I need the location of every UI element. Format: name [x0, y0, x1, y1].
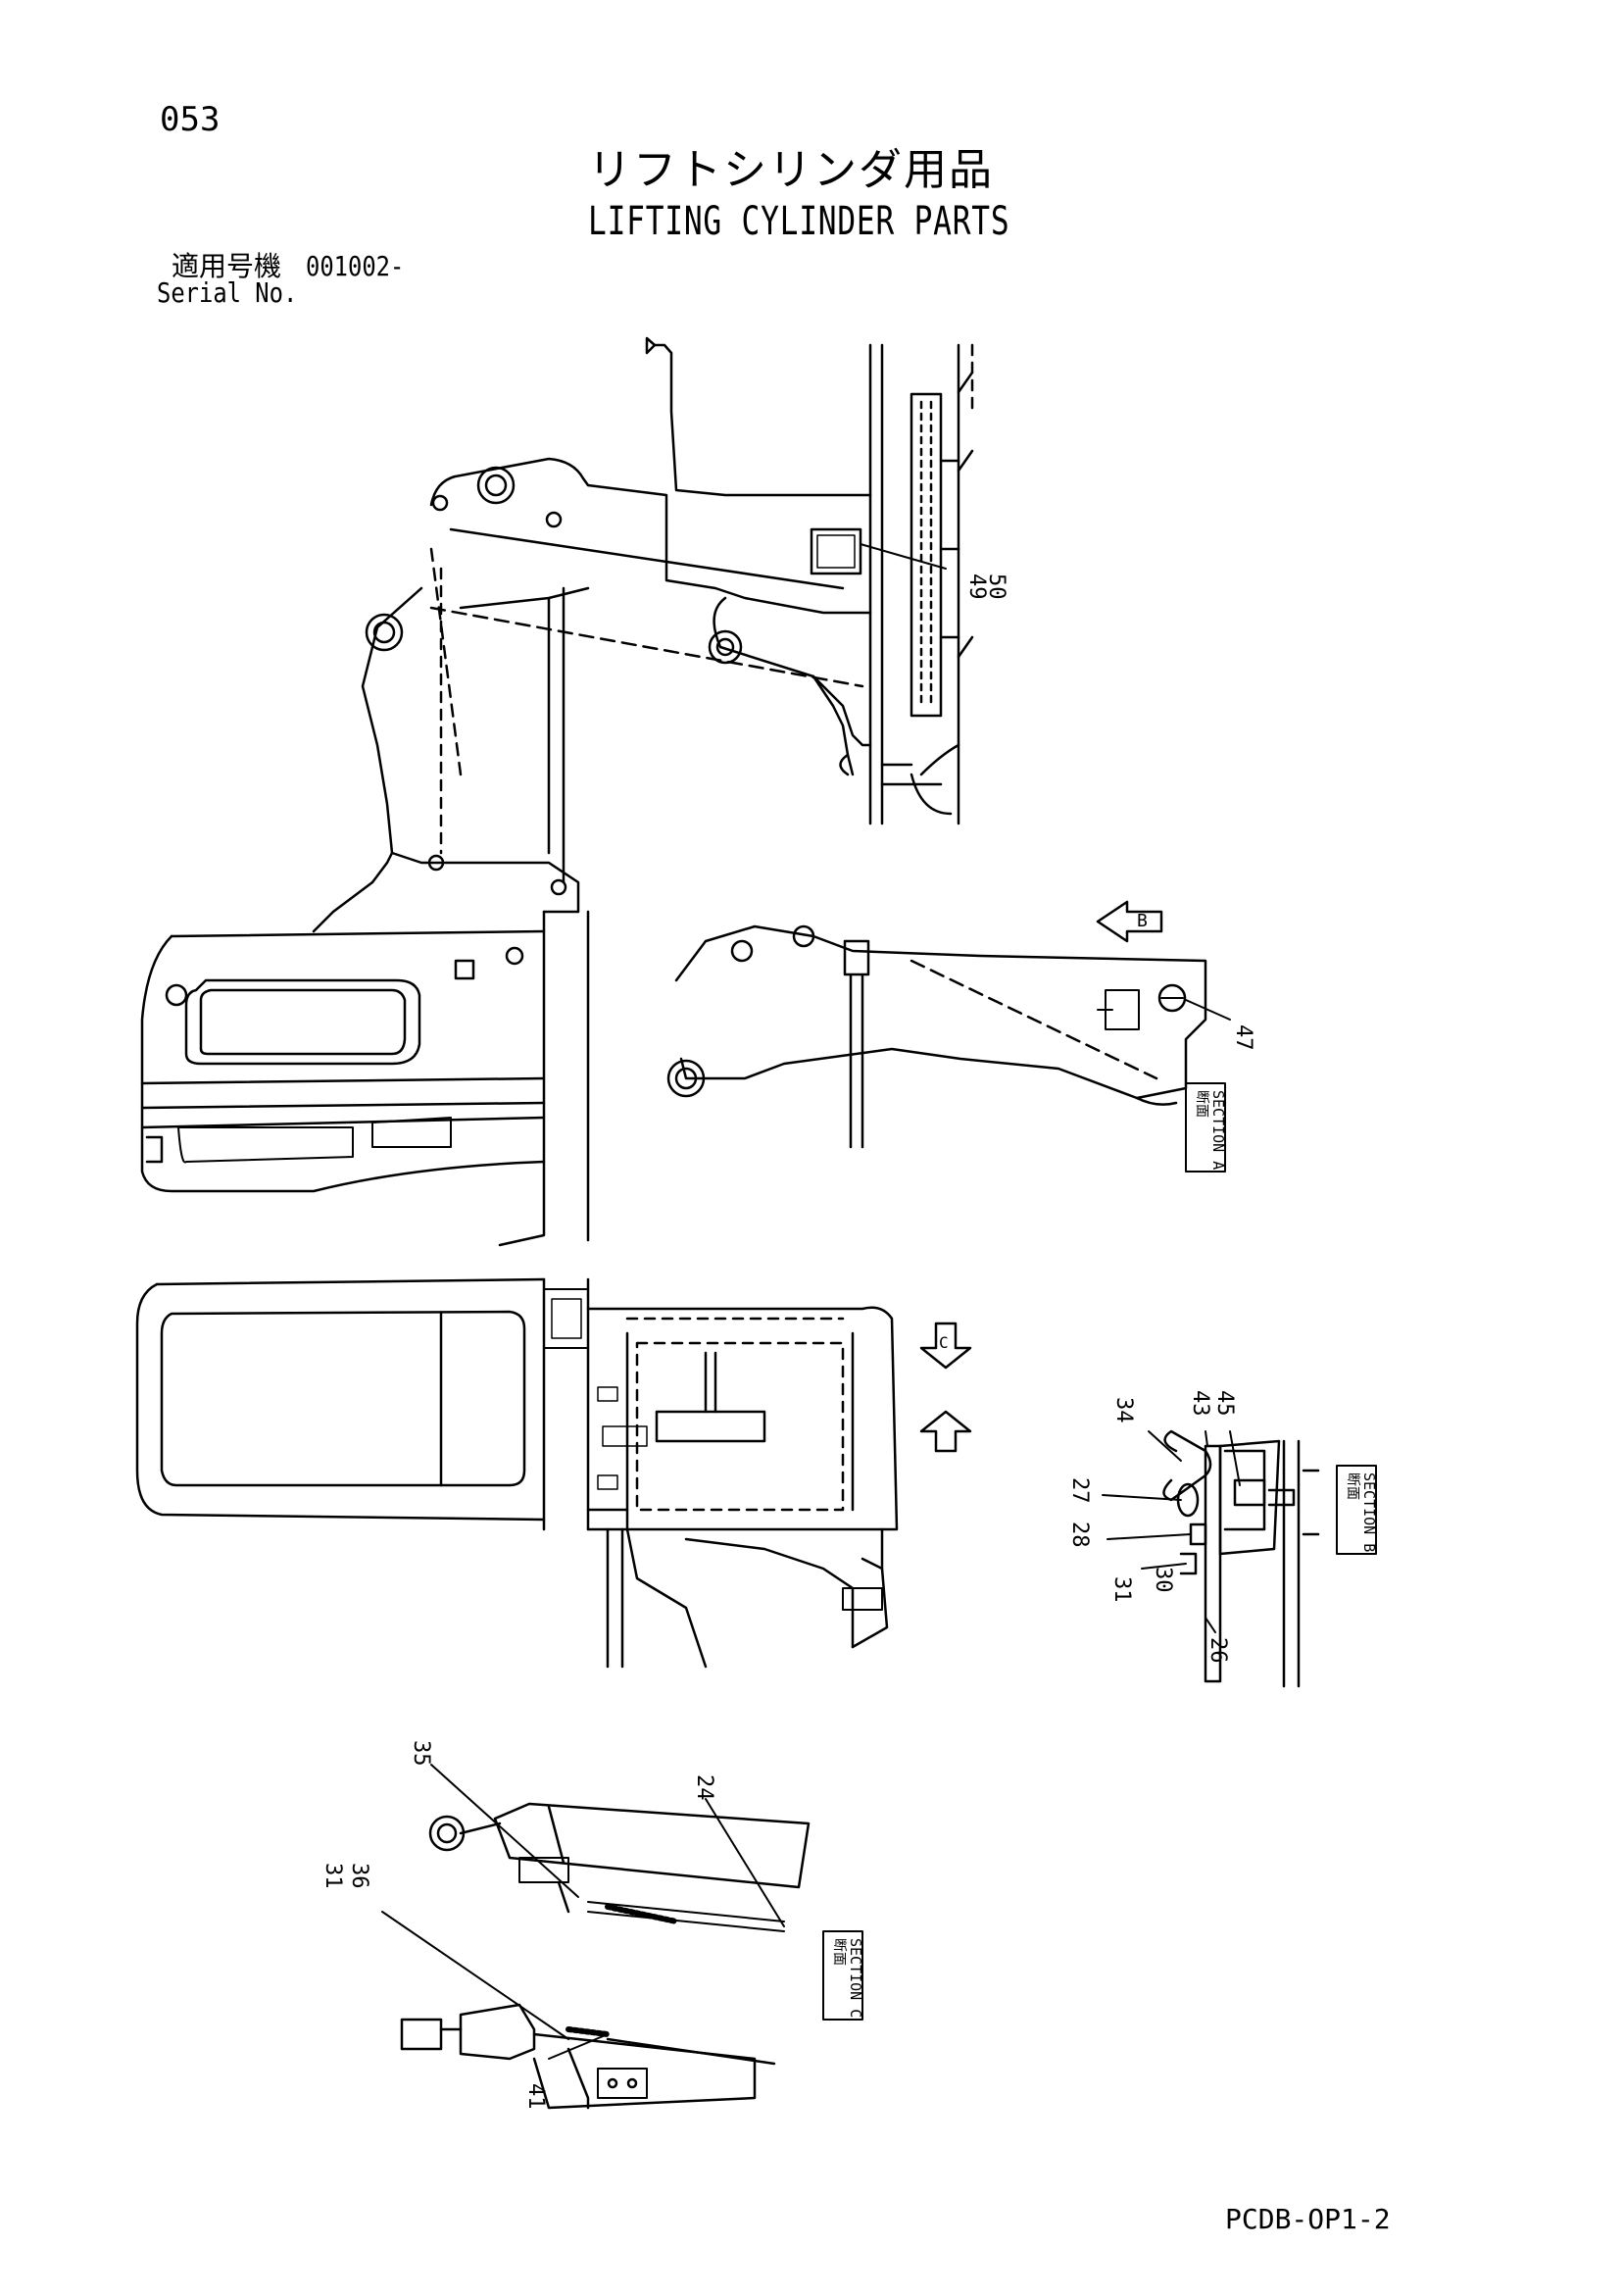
section-a-jp: 断面	[1194, 1090, 1209, 1118]
callout-31-b: 31	[1109, 1576, 1134, 1603]
section-b-jp: 断面	[1345, 1472, 1360, 1500]
callout-26: 26	[1205, 1637, 1230, 1664]
section-a-drawing	[666, 924, 1231, 1149]
section-b-label: SECTION B	[1360, 1472, 1378, 1552]
callout-45: 45	[1212, 1390, 1237, 1417]
view-arrow-b: B	[1096, 900, 1163, 943]
section-a-label: SECTION A	[1209, 1090, 1227, 1170]
section-c-drawing	[400, 1802, 811, 2110]
serial-label-japanese: 適用号機	[172, 250, 282, 282]
callout-43: 43	[1188, 1390, 1212, 1417]
callout-36: 36	[347, 1863, 371, 1889]
callout-28: 28	[1067, 1522, 1092, 1548]
callout-24: 24	[692, 1774, 716, 1801]
callout-34: 34	[1111, 1397, 1136, 1423]
cab-side-view	[140, 910, 590, 1247]
callout-30: 30	[1151, 1567, 1175, 1593]
page-number: 053	[160, 100, 221, 139]
section-c-leaders	[381, 1764, 785, 2060]
section-a-tag: 断面 SECTION A	[1185, 1082, 1227, 1173]
serial-label-english: Serial No.	[157, 276, 298, 309]
serial-value: 001002-	[306, 250, 405, 282]
section-c-jp: 断面	[831, 1938, 847, 1966]
callout-35: 35	[409, 1740, 433, 1767]
document-code: PCDB-OP1-2	[1225, 2203, 1391, 2235]
section-b-tag: 断面 SECTION B	[1336, 1465, 1378, 1555]
callout-31-c: 31	[320, 1863, 345, 1889]
view-arrow-c-label: C	[939, 1333, 949, 1352]
section-c-tag: 断面 SECTION C	[822, 1930, 864, 2021]
title-english: LIFTING CYLINDER PARTS	[588, 199, 1010, 244]
view-arrow-c-pair: C	[919, 1322, 972, 1453]
view-arrow-b-label: B	[1137, 911, 1148, 931]
upper-assembly-drawing	[312, 336, 974, 933]
callout-41: 41	[523, 2083, 548, 2110]
callout-49: 49	[964, 574, 989, 600]
callout-50: 50	[984, 574, 1008, 600]
section-b-drawing	[1162, 1429, 1320, 1688]
cab-top-view	[135, 1277, 899, 1669]
callout-47: 47	[1231, 1024, 1255, 1051]
section-c-label: SECTION C	[847, 1938, 864, 2018]
section-b-leaders	[1102, 1430, 1241, 1633]
title-japanese: リフトシリンダ用品	[588, 145, 994, 195]
callout-27: 27	[1067, 1477, 1092, 1504]
